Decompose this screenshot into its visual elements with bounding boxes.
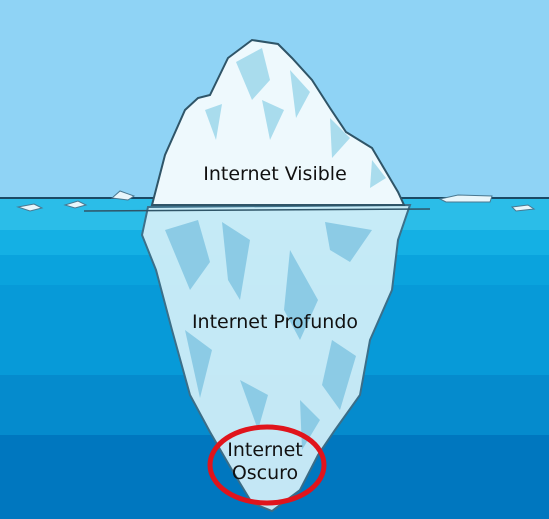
label-internet-visible: Internet Visible	[203, 163, 347, 185]
red-circle-highlight	[207, 424, 327, 506]
iceberg-underwater	[140, 203, 412, 513]
label-internet-oscuro-line2: Oscuro	[231, 462, 299, 484]
label-internet-oscuro-line1: Internet	[227, 439, 303, 461]
label-internet-profundo: Internet Profundo	[191, 311, 359, 333]
label-internet-oscuro: Internet Oscuro	[205, 439, 325, 485]
ice-floes	[16, 190, 536, 212]
iceberg-tip	[83, 38, 431, 212]
